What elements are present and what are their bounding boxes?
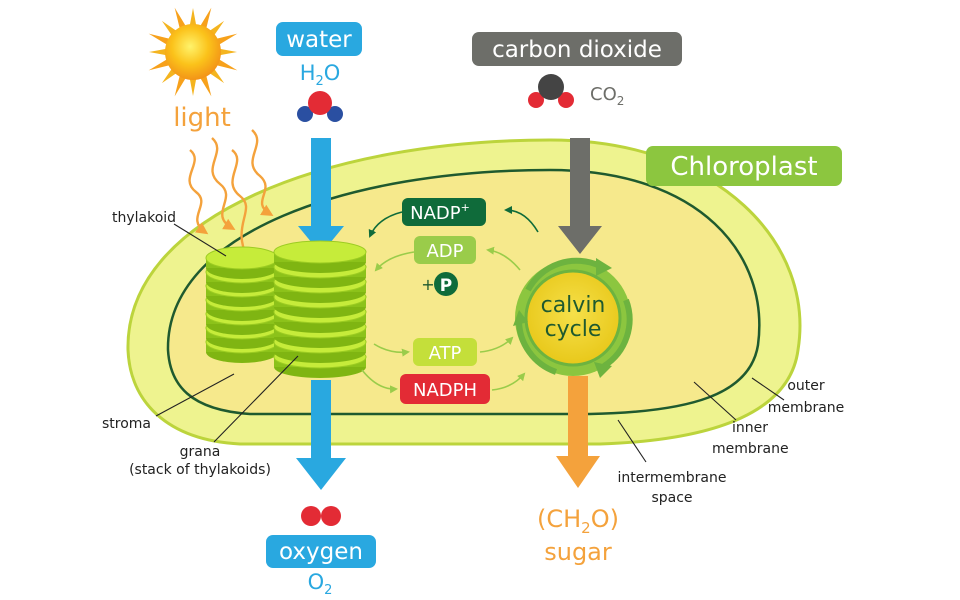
outer-membrane-label-1: outer bbox=[787, 378, 825, 394]
intermembrane-label-1: intermembrane bbox=[618, 470, 727, 486]
thylakoid-disc bbox=[273, 240, 367, 264]
nadp-to-grana-arrow bbox=[368, 211, 403, 238]
chloroplast-badge: Chloroplast bbox=[646, 146, 842, 186]
atp-to-calvin-arrow bbox=[479, 336, 514, 353]
co2-molecule-icon bbox=[528, 74, 574, 108]
sun-ray bbox=[189, 8, 197, 27]
leader-lines bbox=[155, 223, 785, 463]
inner-membrane-label-1: inner bbox=[732, 420, 768, 436]
grana-stack-left bbox=[205, 246, 279, 363]
adp-label: ADP bbox=[426, 241, 463, 262]
intermembrane-label-2: space bbox=[651, 490, 692, 506]
co2-badge: carbon dioxide bbox=[472, 32, 682, 66]
water-label: water bbox=[286, 27, 352, 53]
oxygen-arrow bbox=[296, 380, 346, 490]
sun-ray bbox=[218, 48, 237, 56]
oxygen-badge: oxygen bbox=[266, 535, 376, 568]
sun-ray bbox=[149, 48, 168, 56]
adp-badge: ADP bbox=[414, 236, 476, 264]
grana-to-nadph-arrow bbox=[361, 369, 398, 394]
phosphate-badge: + P bbox=[421, 272, 458, 296]
water-molecule-icon bbox=[297, 91, 343, 122]
light-label: light bbox=[173, 103, 231, 133]
water-arrow bbox=[298, 138, 344, 254]
light-ray bbox=[188, 149, 209, 235]
calvin-to-adp-arrow bbox=[486, 246, 521, 271]
outer-membrane-label-2: membrane bbox=[768, 400, 845, 416]
co2-label: carbon dioxide bbox=[492, 37, 662, 63]
calvin-cycle-arrows-icon bbox=[516, 257, 633, 375]
sun-ray bbox=[174, 74, 187, 97]
calvin-cycle-label-2: cycle bbox=[545, 317, 602, 342]
grana-stack-right bbox=[273, 240, 367, 378]
nadph-label: NADPH bbox=[413, 380, 477, 401]
sugar-label: sugar bbox=[544, 538, 612, 566]
sun-ray bbox=[215, 58, 238, 71]
nadph-badge: NADPH bbox=[400, 374, 490, 404]
svg-text:NADP+: NADP+ bbox=[410, 201, 470, 224]
co2-formula: CO2 bbox=[590, 84, 624, 108]
grana-label-1: grana bbox=[180, 444, 221, 460]
inner-membrane-label-2: membrane bbox=[712, 441, 789, 457]
stroma-label: stroma bbox=[102, 416, 151, 432]
sun-ray bbox=[148, 33, 171, 46]
light-rays bbox=[188, 129, 274, 266]
phosphate-prefix: + bbox=[421, 275, 434, 294]
oxygen-molecule-icon bbox=[301, 506, 341, 526]
grana-to-atp-arrow bbox=[373, 343, 410, 357]
nadph-to-calvin-arrow bbox=[491, 372, 526, 391]
water-badge: water bbox=[276, 22, 362, 56]
oxygen-formula: O2 bbox=[308, 570, 333, 598]
sugar-arrow bbox=[556, 376, 600, 488]
calvin-to-nadp-arrow bbox=[504, 206, 539, 233]
phosphate-label: P bbox=[440, 276, 452, 296]
oxygen-label: oxygen bbox=[279, 539, 363, 565]
sun-ray bbox=[189, 77, 197, 96]
light-ray bbox=[251, 129, 274, 217]
sun-ray bbox=[174, 7, 187, 30]
sun-ray bbox=[199, 7, 212, 30]
light-ray bbox=[211, 137, 236, 231]
light-ray bbox=[231, 149, 253, 266]
atp-badge: ATP bbox=[413, 338, 477, 366]
adp-to-grana-arrow bbox=[374, 251, 415, 272]
grana-label-2: (stack of thylakoids) bbox=[129, 462, 271, 478]
sun-ray bbox=[148, 58, 171, 71]
cycle-flow-arrows bbox=[361, 206, 539, 394]
sun-ray bbox=[199, 74, 212, 97]
calvin-cycle: calvin cycle bbox=[513, 257, 633, 378]
co2-arrow bbox=[558, 138, 602, 254]
calvin-cycle-label-1: calvin bbox=[541, 293, 606, 318]
sugar-formula: (CH2O) bbox=[537, 505, 619, 537]
atp-label: ATP bbox=[429, 343, 462, 364]
chloroplast-label: Chloroplast bbox=[670, 152, 817, 182]
sun-icon bbox=[148, 7, 238, 97]
thylakoid-label: thylakoid bbox=[112, 210, 176, 226]
sun-ray bbox=[215, 33, 238, 46]
water-formula: H2O bbox=[300, 61, 341, 89]
nadp-plus-badge: NADP+ bbox=[402, 198, 486, 226]
